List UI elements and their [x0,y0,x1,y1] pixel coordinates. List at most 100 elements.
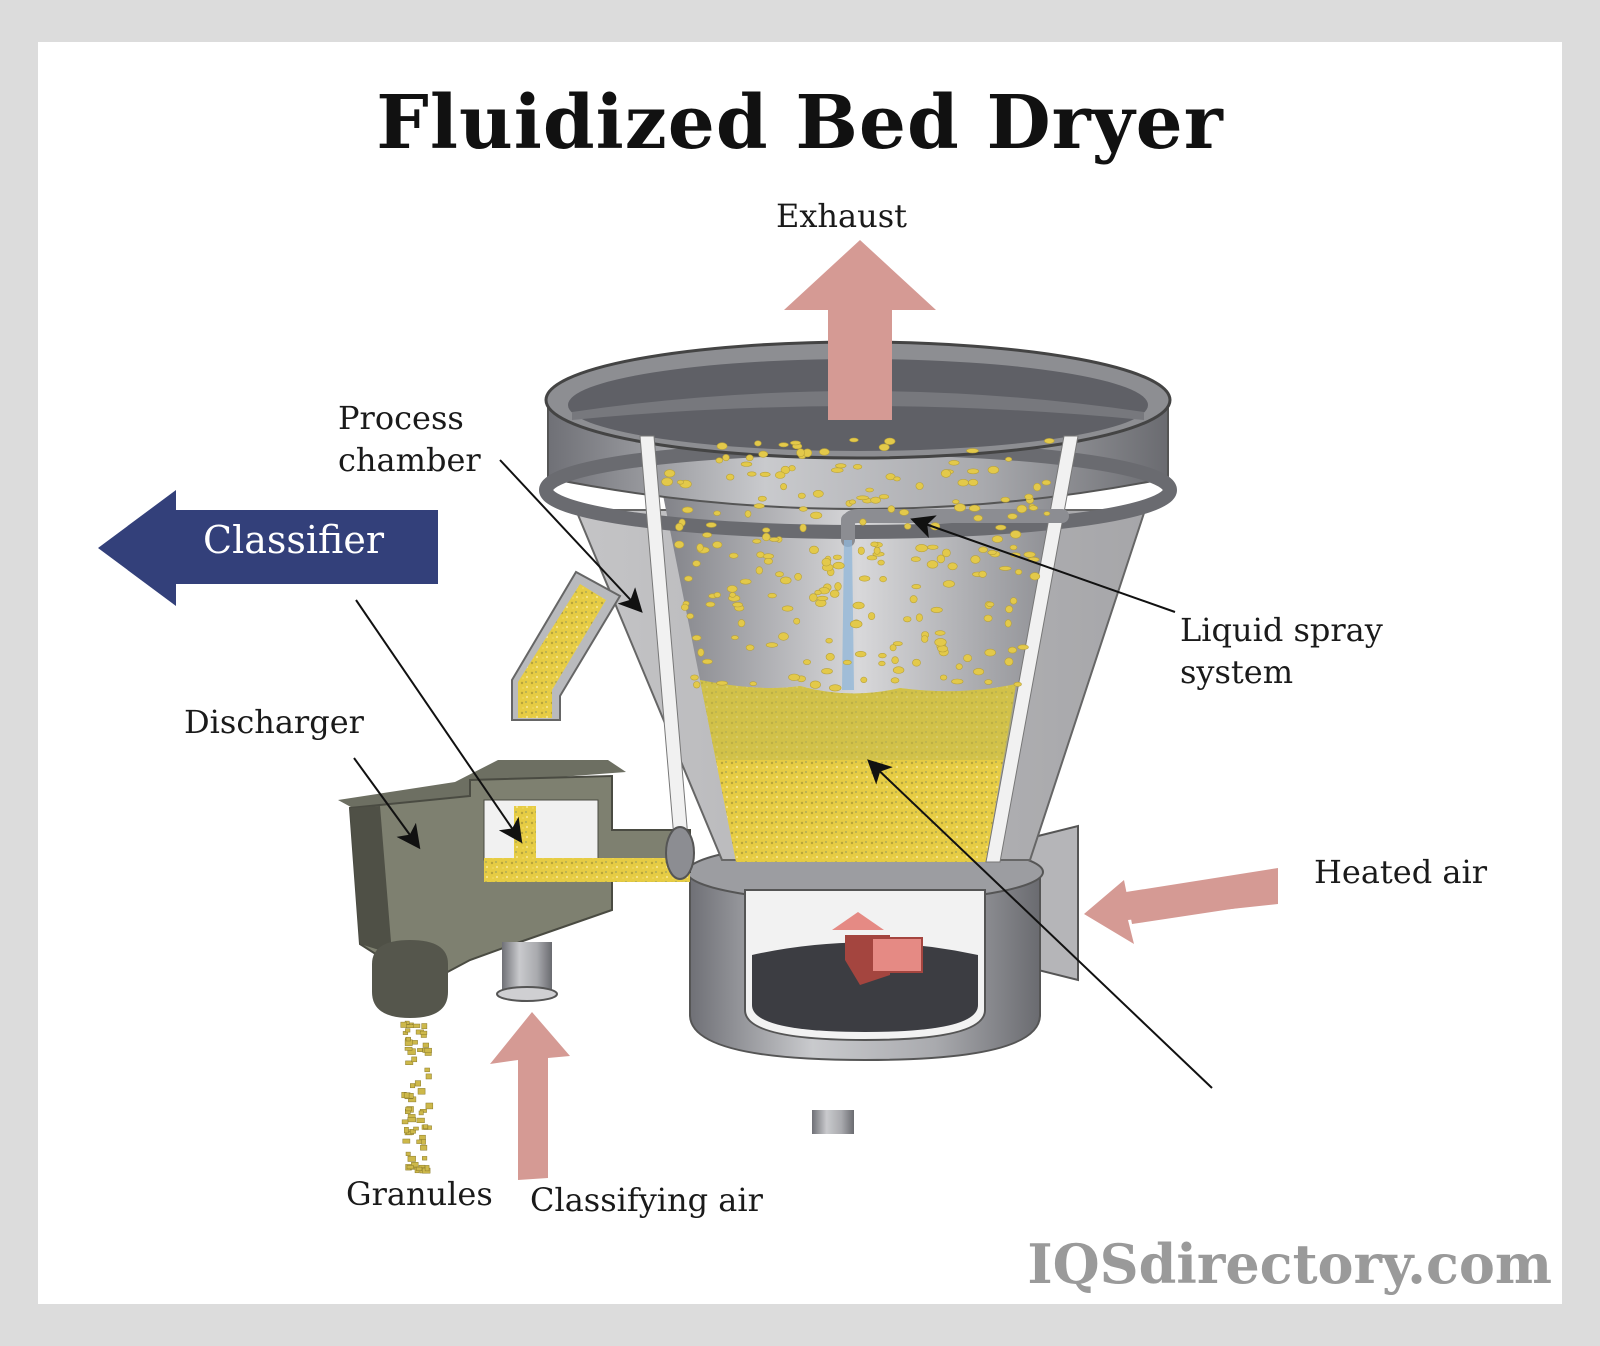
particle [756,551,765,558]
particle [757,495,767,502]
granule [411,1162,419,1168]
particle [936,554,946,564]
particle [829,589,840,598]
particle [999,566,1012,571]
particle [873,546,881,555]
label-discharger: Discharger [184,703,364,741]
particle [877,559,885,566]
particle [758,450,769,458]
particle [1044,438,1055,444]
particle [681,603,689,611]
bed-upper-layer [700,680,1016,760]
granule [405,1060,414,1065]
particle [955,663,963,670]
spray-pipe [841,509,1069,547]
particle [1004,657,1014,666]
particle [664,469,676,478]
particle [737,619,746,628]
particle [832,561,845,570]
particle [722,454,730,462]
granule [411,1056,418,1063]
particle [939,674,948,681]
granule [404,1127,409,1134]
particle [937,645,948,653]
particle [970,555,981,564]
granule [407,1155,416,1162]
granule [408,1093,414,1099]
label-exhaust: Exhaust [776,197,907,235]
particle [810,511,823,520]
particle [754,440,762,447]
particle [686,613,694,620]
particle [692,560,701,567]
granule [424,1067,430,1073]
label-heated-air: Heated air [1314,853,1487,891]
granule [425,1073,432,1080]
particle [865,487,874,493]
particle [942,548,951,558]
particle [940,469,952,478]
granule [420,1144,428,1151]
particle [835,463,847,469]
particle [690,674,699,681]
particle [780,483,787,491]
particle [716,442,728,450]
particle [705,522,717,528]
discharger-cut-window [483,799,599,861]
particle [1023,551,1036,558]
particle [986,601,995,608]
particle [892,641,903,646]
particle [849,619,863,629]
particle [984,648,996,657]
particle [1028,505,1038,511]
particle [904,523,912,530]
granule [419,1134,426,1140]
particle [910,556,921,562]
particle [759,471,771,477]
particle [973,514,983,522]
particle [1017,644,1029,650]
particle [878,443,890,451]
particle [890,677,900,684]
particle [729,592,736,598]
granule [414,1080,421,1087]
discharger-outlet-cap [665,826,695,880]
particle [856,495,869,501]
particle [728,552,739,559]
granule [405,1036,411,1042]
particle [812,489,824,498]
particle [821,668,833,675]
particle [788,673,800,681]
particle [684,575,693,582]
discharger-hopper [372,940,448,1018]
particle [884,437,896,445]
label-granules: Granules [346,1175,493,1213]
particle [1033,483,1042,492]
granule [424,1047,432,1053]
particle [740,461,753,467]
leader-liquid-spray [910,515,1176,613]
particle [778,632,789,641]
particle [852,601,865,610]
particle [691,635,702,641]
particle [1007,646,1017,654]
particle [984,679,993,685]
particle [809,545,819,555]
particle [731,635,739,640]
particle [927,544,939,550]
particle [987,465,1000,474]
classifier-arrow [98,490,438,606]
particle [681,506,694,514]
particle [1016,504,1027,514]
granule [421,1023,428,1030]
particle [825,653,835,661]
particle [903,616,912,623]
granule [405,1106,412,1112]
discharger-vertical-granules [514,806,536,860]
particle [891,656,899,665]
classifying-air-pipe-mouth [496,986,558,1002]
particle [885,473,896,481]
particle [968,504,981,512]
classifying-air-arrow [490,1012,570,1180]
granule [422,1156,428,1161]
